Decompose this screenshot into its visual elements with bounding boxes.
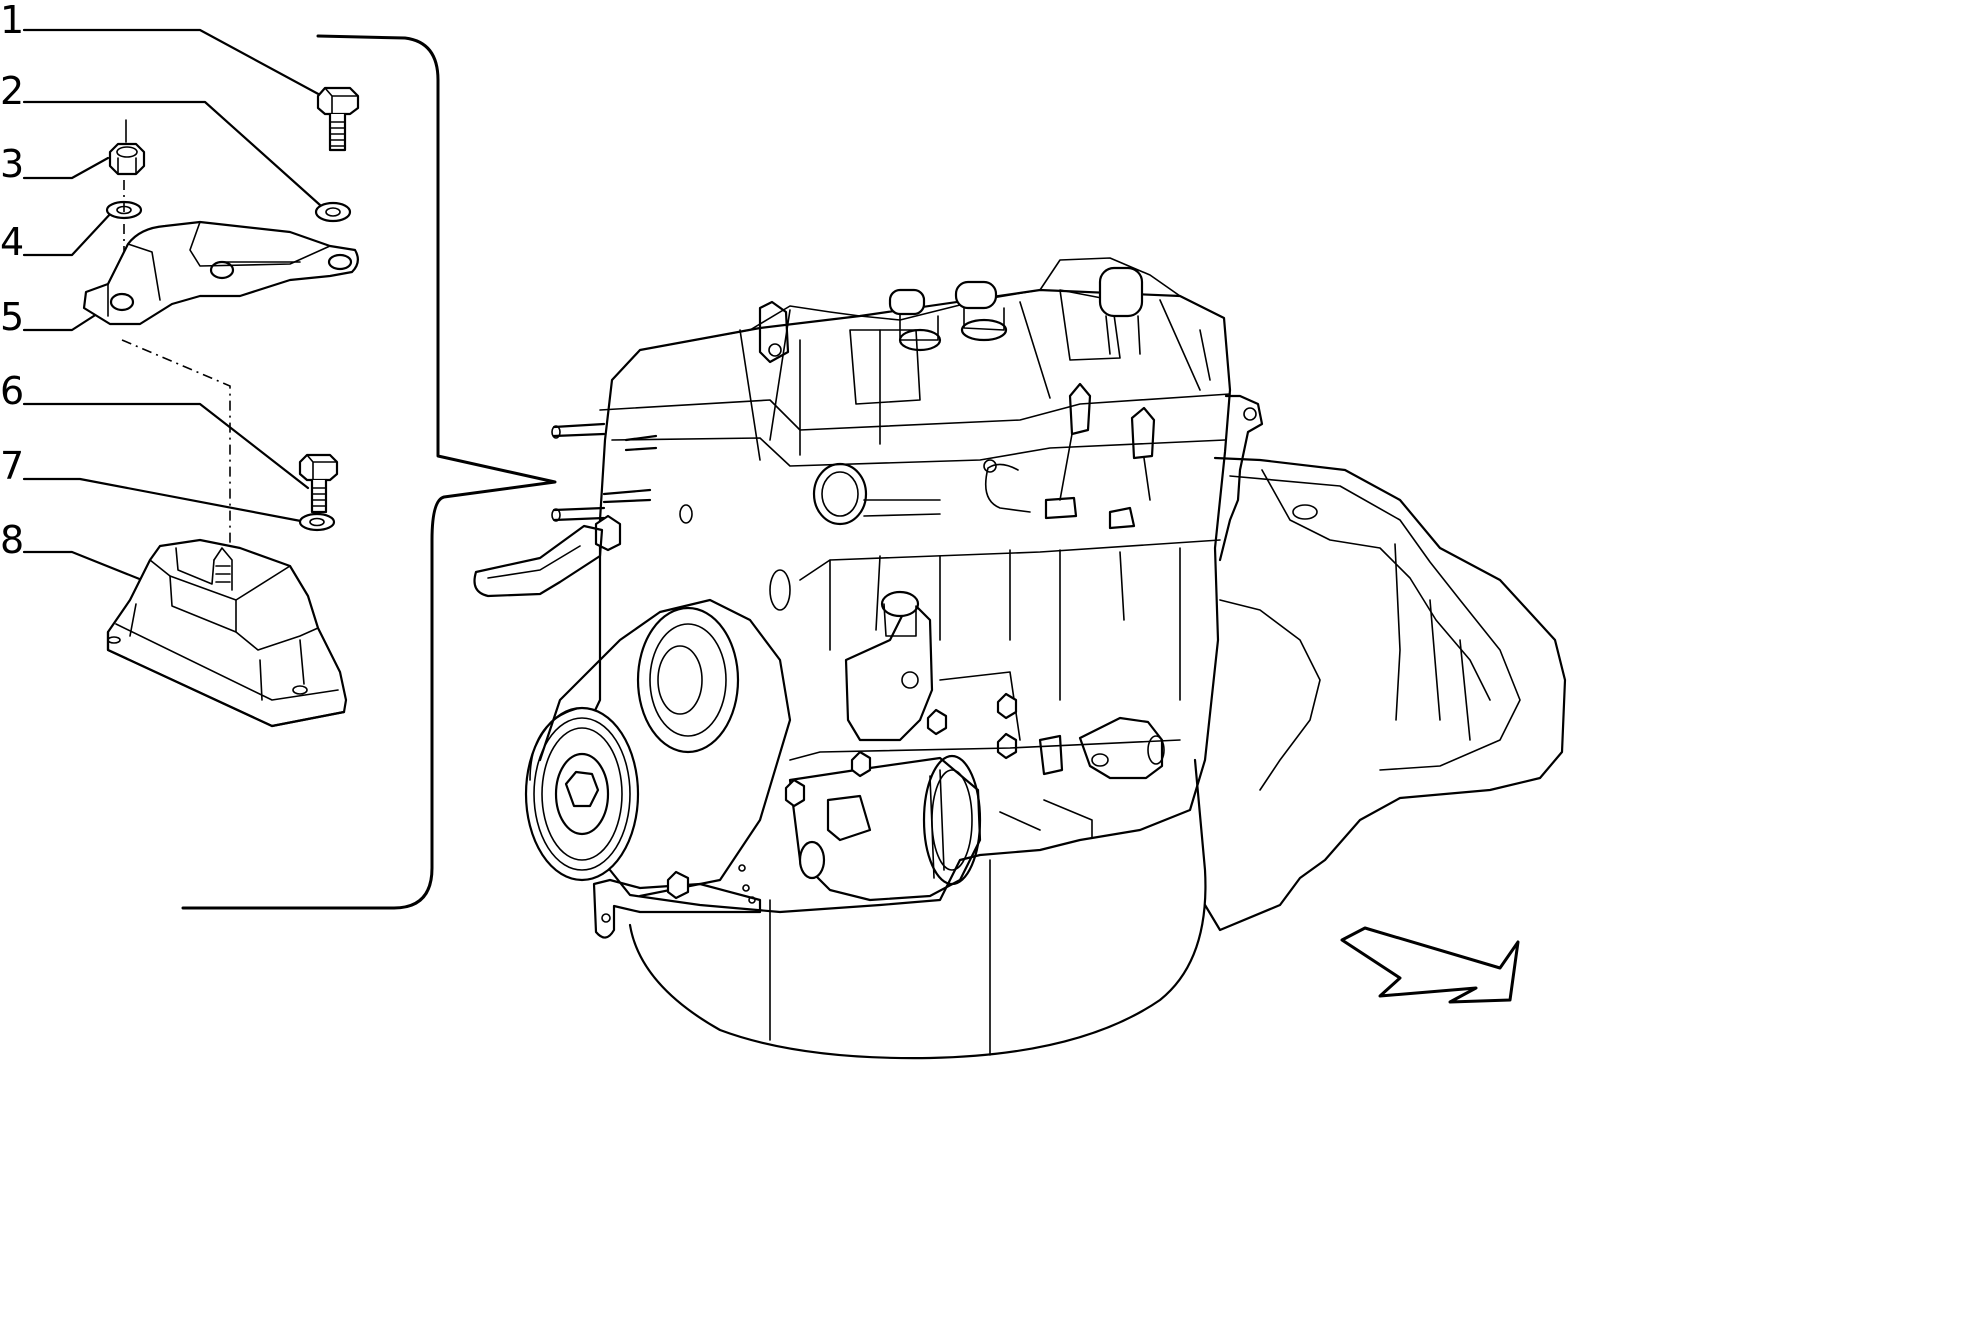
mounting-bracket-part-5 — [82, 220, 359, 326]
leader-lines — [22, 28, 324, 582]
leader-line-5 — [22, 310, 102, 332]
group-bracket — [181, 34, 557, 910]
timing-cover — [538, 598, 792, 898]
callout-number-2: 2 — [0, 69, 24, 113]
gearbox-housing — [1203, 456, 1567, 932]
callout-number-5: 5 — [0, 295, 24, 339]
washer-part-7 — [298, 512, 336, 532]
leader-line-4 — [22, 210, 114, 257]
bolt-part-1 — [316, 86, 360, 152]
leader-line-8 — [22, 550, 144, 582]
bolt-part-6 — [298, 453, 339, 514]
injection-pump — [844, 590, 1021, 760]
callout-number-3: 3 — [0, 142, 24, 186]
callout-number-6: 6 — [0, 369, 24, 413]
oil-sump — [628, 758, 1207, 1060]
camshaft-pulley — [636, 606, 740, 754]
thermostat-port — [812, 462, 868, 526]
engine-mount-arm — [473, 524, 604, 598]
exploded-parts — [82, 86, 360, 728]
leader-line-6 — [22, 402, 310, 490]
callout-labels: 1 2 3 4 5 6 7 8 — [0, 0, 24, 562]
callout-number-4: 4 — [0, 220, 24, 264]
lower-bracket — [592, 878, 762, 939]
callout-number-8: 8 — [0, 518, 24, 562]
callout-number-1: 1 — [0, 0, 24, 42]
injector-lines — [983, 382, 1156, 530]
leader-line-7 — [22, 477, 308, 524]
leader-line-2 — [22, 100, 322, 207]
callout-number-7: 7 — [0, 444, 24, 488]
engine-assembly-illustration — [473, 257, 1567, 1060]
leader-line-1 — [22, 28, 324, 98]
leader-line-3 — [22, 156, 110, 180]
crankshaft-pulley — [524, 706, 640, 882]
right-pipe — [1218, 394, 1264, 562]
starter-motor — [784, 750, 982, 902]
engine-mount-part-8 — [106, 538, 348, 728]
coolant-outlet — [999, 716, 1165, 839]
exploded-parts-diagram: 1 2 3 4 5 6 7 8 — [0, 0, 1567, 1060]
washer-part-2 — [314, 201, 352, 223]
nut-part-3 — [108, 119, 146, 176]
head-fittings — [758, 266, 1144, 364]
arrow-right-down-icon — [1340, 926, 1520, 1004]
assembly-axis-lower — [121, 339, 231, 548]
